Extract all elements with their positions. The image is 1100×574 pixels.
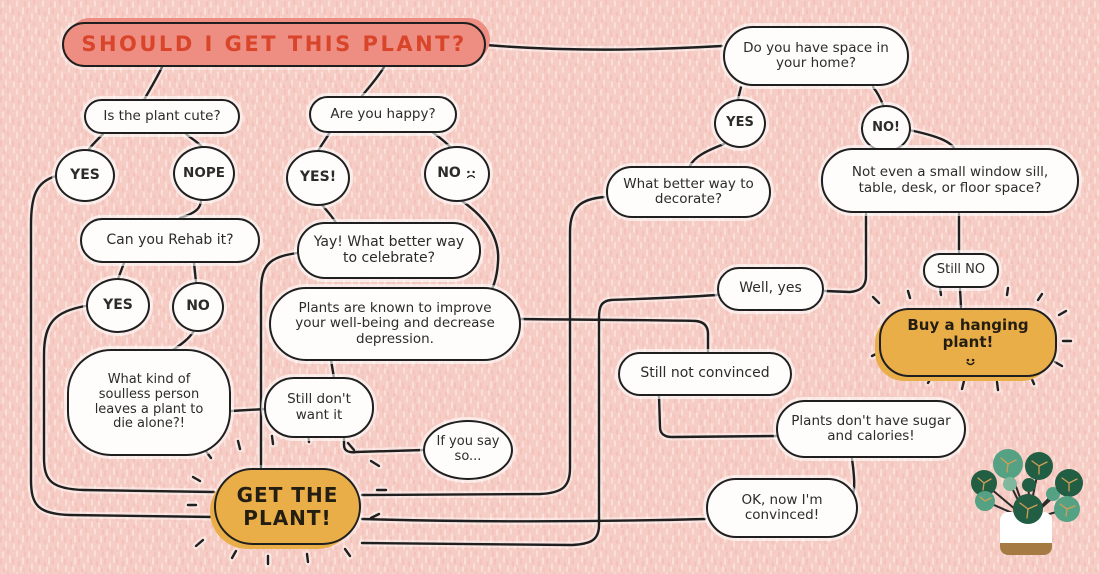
node-label: Do you have space in your home?: [743, 39, 889, 71]
node-label: NO: [186, 298, 210, 315]
node-label: What kind of soulless person leaves a pl…: [94, 372, 204, 432]
node-label: NOPE: [183, 164, 225, 181]
node-label: What better way to decorate?: [623, 175, 754, 207]
node-no-rehab: NO: [172, 282, 224, 332]
node-label: Is the plant cute?: [103, 107, 221, 124]
node-not-even-small-space: Not even a small window sill, table, des…: [821, 148, 1079, 213]
node-get-the-plant: GET THE PLANT!: [214, 468, 361, 545]
node-space-in-home: Do you have space in your home?: [723, 26, 909, 86]
node-soulless-person: What kind of soulless person leaves a pl…: [67, 349, 231, 456]
node-label: YES: [70, 166, 100, 183]
node-still-not-convinced: Still not convinced: [618, 352, 792, 396]
node-ok-convinced: OK, now I'm convinced!: [706, 478, 858, 538]
node-label: GET THE PLANT!: [236, 483, 339, 530]
node-label: Yay! What better way to celebrate?: [313, 233, 465, 266]
node-label: Still NO: [936, 262, 986, 278]
node-label: NO!: [872, 120, 900, 136]
title-banner: SHOULD I GET THIS PLANT?: [62, 22, 486, 67]
node-label: Not even a small window sill, table, des…: [851, 164, 1049, 196]
smiley-face-icon: [965, 358, 975, 366]
node-label: YES: [103, 296, 133, 313]
node-is-plant-cute: Is the plant cute?: [84, 99, 240, 134]
node-label: Well, yes: [739, 280, 802, 297]
node-yes-space: YES: [714, 99, 766, 148]
node-still-no: Still NO: [923, 253, 999, 288]
node-label: OK, now I'm convinced!: [741, 491, 823, 523]
node-yes-cute: YES: [55, 149, 115, 202]
node-label: NO: [437, 165, 461, 182]
title-label: SHOULD I GET THIS PLANT?: [81, 31, 467, 56]
node-label: If you say so...: [436, 434, 500, 464]
node-well-yes: Well, yes: [717, 267, 824, 311]
node-buy-hanging-plant: Buy a hanging plant!: [879, 308, 1057, 377]
node-yes-happy: YES!: [286, 150, 350, 206]
node-no-space: NO!: [861, 105, 911, 152]
node-are-you-happy: Are you happy?: [309, 96, 457, 133]
node-yay-celebrate: Yay! What better way to celebrate?: [297, 222, 481, 279]
node-label: Are you happy?: [330, 105, 436, 122]
pilea-plant-illustration: [971, 449, 1083, 555]
node-no-sugar-calories: Plants don't have sugar and calories!: [776, 400, 966, 458]
node-yes-rehab: YES: [86, 278, 150, 333]
node-label: Buy a hanging plant!: [907, 315, 1029, 351]
node-label: YES: [726, 115, 754, 131]
node-plants-wellbeing: Plants are known to improve your well-be…: [269, 287, 521, 361]
node-nope: NOPE: [173, 146, 235, 201]
sad-face-icon: [466, 170, 475, 179]
node-still-dont-want: Still don't want it: [264, 377, 374, 438]
node-label: Plants are known to improve your well-be…: [295, 300, 495, 347]
node-label: Still don't want it: [287, 391, 351, 423]
node-label: Plants don't have sugar and calories!: [791, 412, 951, 444]
node-label: YES!: [299, 169, 337, 186]
node-label: Can you Rehab it?: [106, 231, 234, 248]
node-no-happy: NO: [424, 146, 490, 202]
node-better-way-decorate: What better way to decorate?: [606, 166, 771, 218]
node-label: Still not convinced: [640, 365, 770, 382]
node-if-you-say-so: If you say so...: [423, 420, 513, 480]
node-can-you-rehab: Can you Rehab it?: [80, 218, 260, 263]
